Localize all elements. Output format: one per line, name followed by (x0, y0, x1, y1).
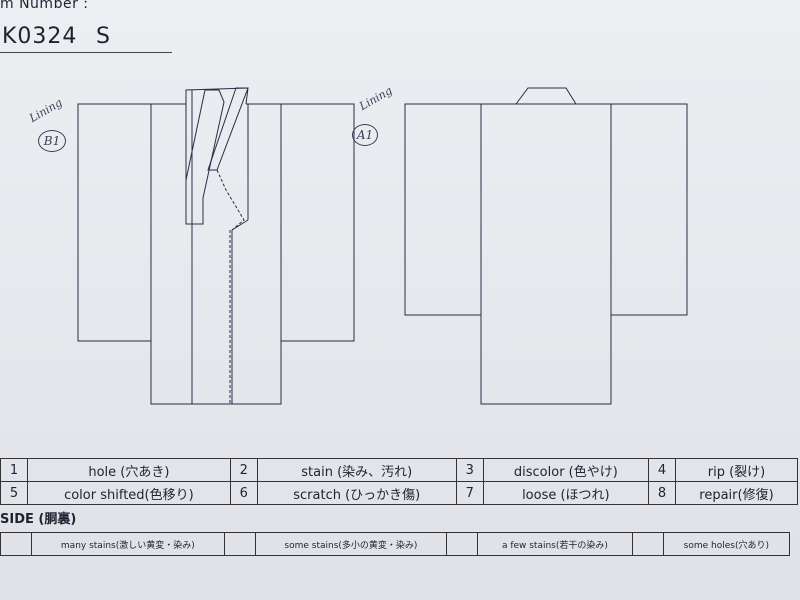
kimono-front-diagram (77, 87, 355, 405)
back-collar (515, 87, 577, 105)
front-body (150, 104, 282, 405)
legend-number: 7 (455, 481, 484, 505)
legend-number: 3 (455, 458, 484, 482)
inside-section-heading: SIDE (胴裏) (0, 512, 77, 527)
legend-text: color shifted(色移り) (27, 481, 231, 505)
inside-option: some holes(穴あり) (662, 532, 791, 556)
defect-legend-table: 1 hole (穴あき) 2 stain (染み、汚れ) 3 discolor … (0, 458, 799, 505)
inside-checkbox[interactable] (223, 532, 256, 556)
legend-number: 8 (647, 481, 676, 505)
back-right-sleeve (610, 103, 688, 316)
back-left-sleeve (404, 103, 482, 316)
inside-condition-table: many stains(激しい黄変・染み) some stains(多小の黄変・… (0, 532, 791, 556)
back-body (480, 104, 612, 405)
inside-option: some stains(多小の黄変・染み) (254, 532, 448, 556)
legend-text: rip (裂け) (674, 458, 799, 482)
legend-row: 1 hole (穴あき) 2 stain (染み、汚れ) 3 discolor … (0, 458, 799, 482)
inside-checkbox[interactable] (0, 532, 32, 556)
front-left-sleeve (77, 103, 152, 342)
header-underline (0, 52, 172, 53)
inside-checkbox[interactable] (631, 532, 664, 556)
legend-text: loose (ほつれ) (482, 481, 649, 505)
legend-row: 5 color shifted(色移り) 6 scratch (ひっかき傷) 7… (0, 481, 799, 505)
legend-number: 6 (229, 481, 258, 505)
legend-number: 2 (229, 458, 258, 482)
legend-text: scratch (ひっかき傷) (256, 481, 457, 505)
item-code: K0324 (2, 24, 78, 49)
kimono-back-diagram (404, 87, 688, 405)
inside-checkbox[interactable] (446, 532, 479, 556)
front-right-sleeve (280, 103, 355, 342)
lining-tag-left: B1 (38, 130, 66, 152)
legend-number: 1 (0, 458, 28, 482)
item-size: S (96, 24, 110, 49)
inside-row: many stains(激しい黄変・染み) some stains(多小の黄変・… (0, 532, 791, 556)
legend-text: stain (染み、汚れ) (256, 458, 457, 482)
legend-text: hole (穴あき) (27, 458, 231, 482)
legend-text: repair(修復) (674, 481, 799, 505)
legend-text: discolor (色やけ) (482, 458, 649, 482)
legend-number: 4 (647, 458, 676, 482)
front-collar-band (185, 89, 225, 225)
legend-number: 5 (0, 481, 28, 505)
inside-option: a few stains(若干の染み) (477, 532, 633, 556)
kimono-diagram (77, 87, 688, 405)
inside-option: many stains(激しい黄変・染み) (31, 532, 225, 556)
lining-tag-right: A1 (352, 124, 378, 146)
item-number-label: m Number : (0, 0, 89, 12)
